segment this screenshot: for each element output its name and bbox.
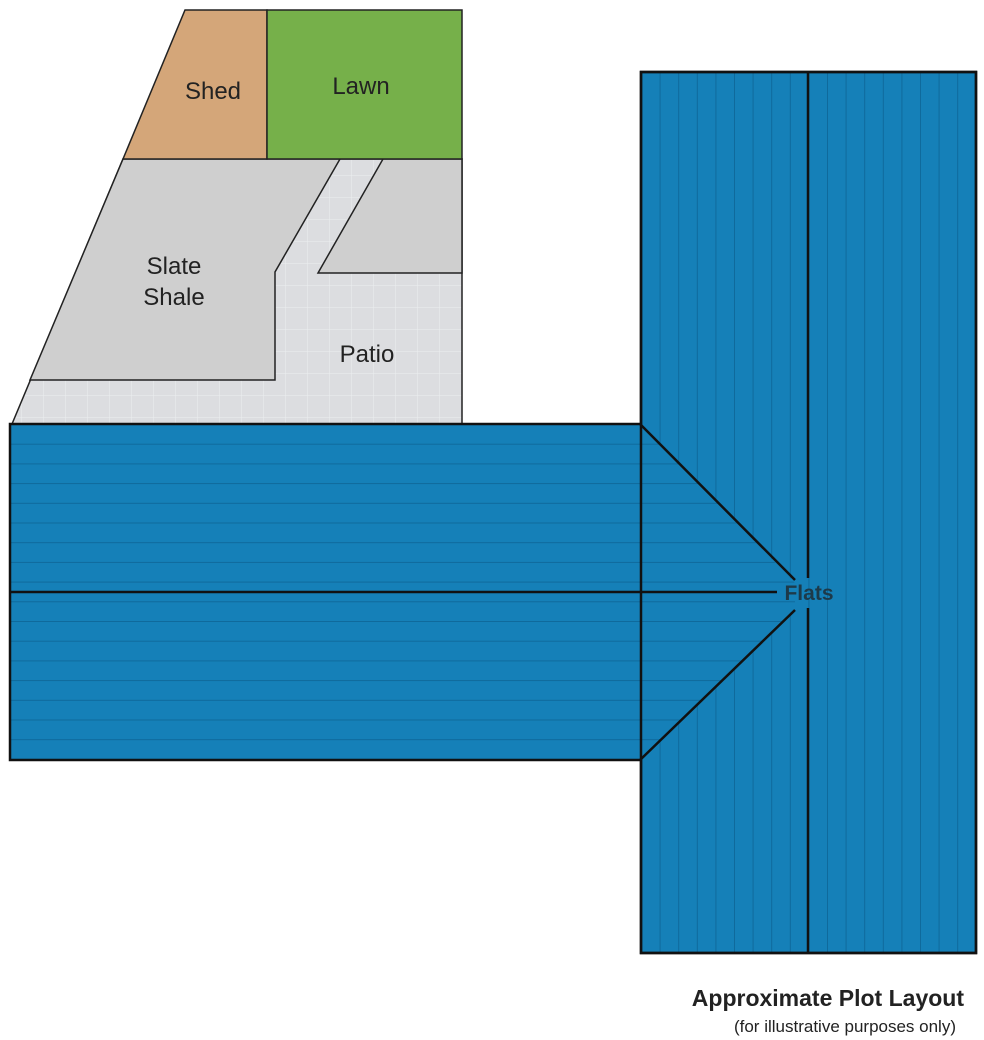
- caption-title: Approximate Plot Layout: [691, 985, 964, 1011]
- patio-label: Patio: [340, 341, 395, 368]
- lawn-label: Lawn: [332, 73, 389, 100]
- slate-label-line2: Shale: [143, 284, 204, 311]
- plot-diagram: Shed Lawn Slate Shale Patio Flats: [8, 9, 978, 955]
- flats-label: Flats: [784, 582, 833, 605]
- slate-label-line1: Slate: [147, 253, 202, 280]
- lawn-area: [266, 9, 463, 160]
- shed-label: Shed: [185, 78, 241, 105]
- caption-subtitle: (for illustrative purposes only): [733, 1017, 956, 1036]
